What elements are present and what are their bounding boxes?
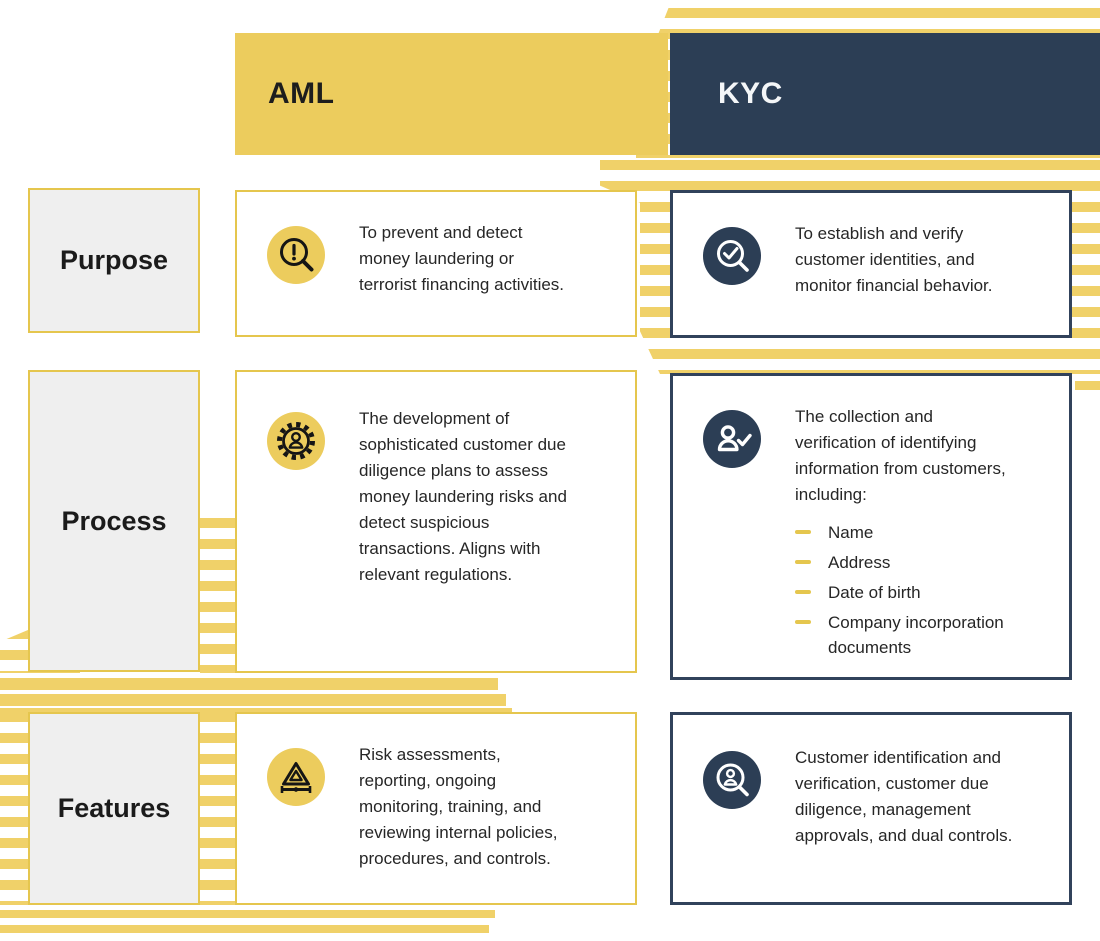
bullet-dash-icon bbox=[795, 560, 811, 564]
cell-process-kyc: The collection and verification of ident… bbox=[670, 373, 1072, 680]
kyc-process-bullet-list: Name Address Date of birth Company incor… bbox=[795, 520, 1006, 660]
bullet-text: Company incorporation documents bbox=[828, 613, 1004, 657]
gear-user-icon bbox=[267, 412, 325, 470]
features-aml-text: Risk assessments, reporting, ongoing mon… bbox=[359, 745, 558, 868]
stripe-bar-bottom-2 bbox=[0, 925, 489, 933]
purpose-aml-text: To prevent and detect money laundering o… bbox=[359, 223, 565, 294]
list-item: Name bbox=[795, 520, 1006, 545]
purpose-kyc-text: To establish and verify customer identit… bbox=[795, 224, 993, 295]
magnifier-alert-icon bbox=[267, 226, 325, 284]
aml-header-label: AML bbox=[268, 77, 335, 110]
stripe-bar-bottom-1 bbox=[0, 910, 495, 918]
stripe-bar-mid-2 bbox=[0, 694, 506, 706]
bullet-dash-icon bbox=[795, 590, 811, 594]
cell-purpose-kyc: To establish and verify customer identit… bbox=[670, 190, 1072, 338]
bullet-text: Address bbox=[828, 553, 891, 572]
column-header-aml: AML bbox=[235, 33, 668, 155]
row-label-features: Features bbox=[28, 712, 200, 905]
cell-features-aml: Risk assessments, reporting, ongoing mon… bbox=[235, 712, 637, 905]
user-check-icon bbox=[703, 410, 761, 468]
process-kyc-text: The collection and verification of ident… bbox=[795, 407, 1006, 504]
features-label-text: Features bbox=[57, 793, 171, 823]
process-aml-text: The development of sophisticated custome… bbox=[359, 409, 567, 584]
stripe-bar-mid-1 bbox=[0, 678, 498, 690]
risk-triangle-icon bbox=[267, 748, 325, 806]
features-kyc-text: Customer identification and verification… bbox=[795, 748, 1013, 845]
stripe-fragment-process-right bbox=[1075, 381, 1100, 390]
kyc-header-label: KYC bbox=[718, 77, 783, 110]
row-label-purpose: Purpose bbox=[28, 188, 200, 333]
bullet-dash-icon bbox=[795, 620, 811, 624]
column-header-kyc: KYC bbox=[670, 33, 1100, 155]
purpose-label-text: Purpose bbox=[59, 245, 169, 275]
user-search-icon bbox=[703, 751, 761, 809]
process-label-text: Process bbox=[61, 505, 167, 536]
bullet-text: Date of birth bbox=[828, 583, 921, 602]
list-item: Address bbox=[795, 550, 1006, 575]
bullet-dash-icon bbox=[795, 530, 811, 534]
list-item: Date of birth bbox=[795, 580, 1006, 605]
bullet-text: Name bbox=[828, 523, 874, 542]
cell-process-aml: The development of sophisticated custome… bbox=[235, 370, 637, 673]
row-label-process: Process bbox=[28, 370, 200, 672]
cell-features-kyc: Customer identification and verification… bbox=[670, 712, 1072, 905]
stripes-features-gap bbox=[200, 712, 237, 905]
stripes-process-gap bbox=[200, 518, 237, 673]
list-item: Company incorporation documents bbox=[795, 610, 1006, 660]
magnifier-check-icon bbox=[703, 227, 761, 285]
cell-purpose-aml: To prevent and detect money laundering o… bbox=[235, 190, 637, 337]
